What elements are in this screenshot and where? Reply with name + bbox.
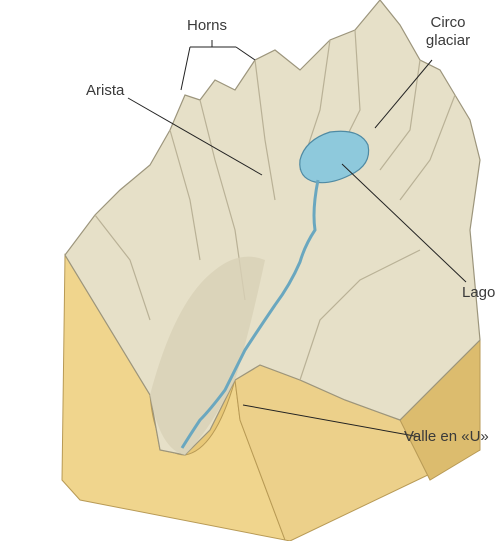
- horns-leader: [180, 40, 256, 91]
- horns-label: Horns: [187, 17, 228, 34]
- arista-leader: [127, 97, 263, 176]
- lago-leader: [341, 163, 467, 283]
- leader-lines: [127, 40, 467, 438]
- circo-label-line1: Circo: [430, 14, 466, 31]
- circo-glaciar-label: Circo glaciar: [413, 14, 483, 50]
- ridge-shading: [94, 29, 456, 381]
- valley-floor-shade: [150, 256, 265, 455]
- circo-label-line2: glaciar: [425, 32, 471, 49]
- valle-leader: [242, 404, 421, 438]
- valle-label: Valle en «U»: [404, 428, 489, 445]
- lago-label: Lago: [462, 284, 496, 301]
- circo-leader: [374, 59, 433, 129]
- lake: [299, 130, 370, 184]
- arista-label: Arista: [86, 82, 125, 99]
- river: [180, 179, 320, 449]
